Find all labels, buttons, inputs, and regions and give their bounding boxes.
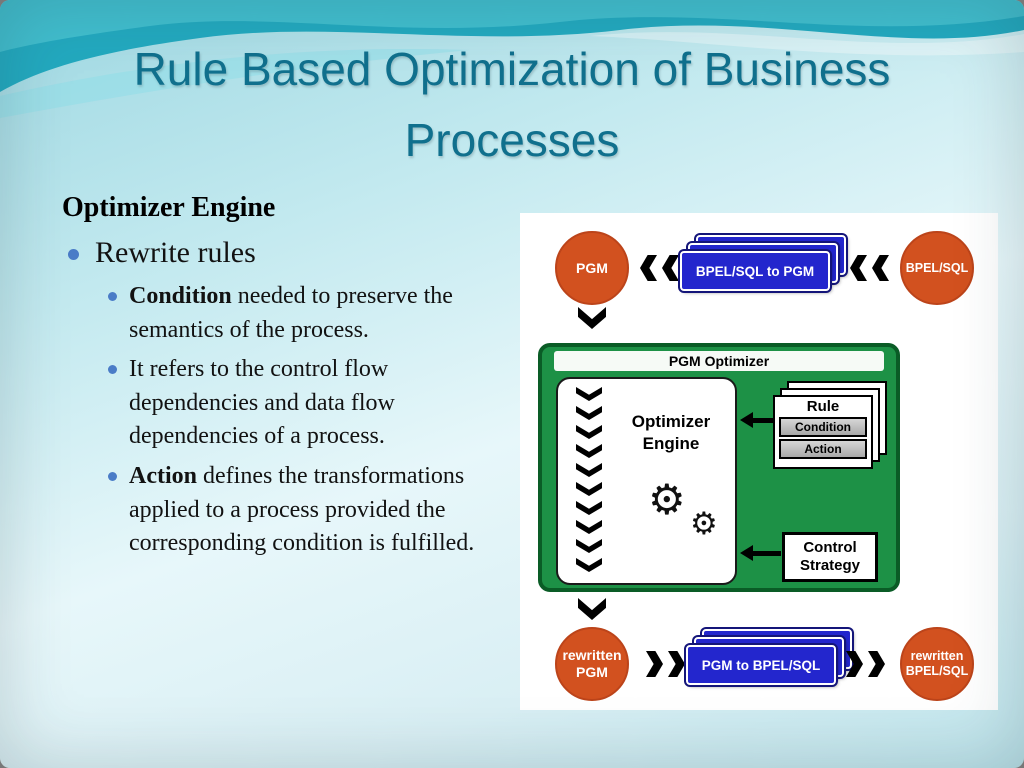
chevron-left-icon — [662, 255, 679, 281]
pgm-node: PGM — [555, 231, 629, 305]
bullet-icon — [108, 471, 117, 481]
bpel-to-pgm-stack: BPEL/SQL to PGM — [680, 235, 848, 293]
slide-body-text: Optimizer Engine Rewrite rules Condition… — [60, 192, 530, 567]
pgm-optimizer-title: PGM Optimizer — [554, 351, 884, 371]
condition-chip: Condition — [779, 417, 867, 437]
chevron-down-icon — [576, 501, 602, 515]
rewritten-bpel-line-1: rewritten — [910, 649, 964, 663]
bullet-text: Rewrite rules — [95, 236, 256, 269]
slide-title: Rule Based Optimization of Business Proc… — [0, 34, 1024, 177]
title-line-2: Processes — [404, 114, 620, 167]
sub-bullet-item: It refers to the control flow dependenci… — [60, 353, 530, 454]
bullet-icon — [108, 365, 117, 375]
sub-bullet-bold: Action — [129, 462, 197, 489]
rewritten-bpel-line-2: BPEL/SQL — [905, 664, 969, 678]
pgm-to-bpel-stack: PGM to BPEL/SQL — [686, 629, 854, 687]
sub-bullet-text: Condition needed to preserve the semanti… — [129, 280, 487, 347]
bullet-icon — [68, 249, 79, 260]
bullet-icon — [108, 292, 117, 301]
transform-box-label: PGM to BPEL/SQL — [701, 657, 821, 673]
section-heading: Optimizer Engine — [62, 192, 276, 223]
chevron-down-icon — [576, 406, 602, 420]
double-chevron-right-icon — [846, 651, 885, 677]
chevron-left-icon — [850, 255, 867, 281]
sub-bullet-rest: needed to preserve the semantics of the … — [129, 283, 453, 343]
rule-stack: Rule Condition Action — [773, 381, 889, 471]
rewritten-bpel-node: rewritten BPEL/SQL — [900, 627, 974, 701]
control-label-line-1: Control — [803, 539, 857, 556]
transform-box: PGM to BPEL/SQL — [686, 645, 836, 685]
rewritten-pgm-line-1: rewritten — [562, 647, 622, 664]
title-line-1: Rule Based Optimization of Business — [133, 43, 891, 95]
sub-bullet-item: Action defines the transformations appli… — [60, 460, 530, 561]
architecture-diagram: PGM BPEL/SQL to PGM BPEL/SQL PGM Optimiz… — [520, 213, 998, 710]
chevron-right-icon — [846, 651, 863, 677]
rewritten-pgm-node: rewritten PGM — [555, 627, 629, 701]
action-chip: Action — [779, 439, 867, 459]
chevron-left-icon — [640, 255, 657, 281]
control-label-line-2: Strategy — [799, 557, 861, 574]
wave-decoration — [0, 0, 1024, 118]
chevron-down-icon — [576, 520, 602, 534]
rewritten-pgm-line-2: PGM — [576, 664, 608, 680]
rule-to-engine-arrow — [740, 412, 775, 428]
rule-title: Rule — [806, 398, 840, 415]
gear-icon: ⚙ — [690, 506, 718, 542]
arrow-down-icon — [578, 598, 606, 620]
chevron-right-icon — [646, 651, 663, 677]
engine-label-line-1: Optimizer — [631, 412, 711, 431]
double-chevron-left-icon — [850, 255, 889, 281]
rule-box: Rule Condition Action — [773, 395, 873, 469]
arrow-down-icon — [578, 307, 606, 329]
process-flow-icon — [576, 387, 602, 572]
bpel-sql-node: BPEL/SQL — [900, 231, 974, 305]
double-chevron-left-icon — [640, 255, 679, 281]
pgm-node-label: PGM — [576, 259, 608, 276]
chevron-down-icon — [576, 387, 602, 401]
transform-box: BPEL/SQL to PGM — [680, 251, 830, 291]
control-strategy-box: Control Strategy — [782, 532, 878, 582]
gear-icon: ⚙ — [648, 475, 686, 524]
sub-bullet-bold: Condition — [129, 283, 232, 309]
chevron-left-icon — [872, 255, 889, 281]
sub-bullet-item: Condition needed to preserve the semanti… — [60, 280, 530, 347]
chevron-down-icon — [576, 425, 602, 439]
bullet-item: Rewrite rules — [60, 236, 530, 270]
chevron-right-icon — [668, 651, 685, 677]
sub-bullet-text: It refers to the control flow dependenci… — [129, 353, 487, 454]
transform-box-label: BPEL/SQL to PGM — [695, 263, 815, 279]
engine-label-line-2: Engine — [642, 434, 700, 454]
optimizer-engine-label: Optimizer Engine — [606, 411, 736, 455]
chevron-down-icon — [576, 482, 602, 496]
chevron-down-icon — [576, 444, 602, 458]
sub-bullet-text: Action defines the transformations appli… — [129, 460, 487, 561]
chevron-down-icon — [576, 558, 602, 572]
bpel-sql-node-label: BPEL/SQL — [905, 260, 969, 275]
control-to-engine-arrow — [740, 545, 781, 561]
chevron-down-icon — [576, 539, 602, 553]
sub-bullet-rest: defines the transformations applied to a… — [129, 462, 475, 557]
chevron-right-icon — [868, 651, 885, 677]
chevron-down-icon — [576, 463, 602, 477]
double-chevron-right-icon — [646, 651, 685, 677]
sub-bullet-rest: It refers to the control flow dependenci… — [129, 356, 395, 450]
